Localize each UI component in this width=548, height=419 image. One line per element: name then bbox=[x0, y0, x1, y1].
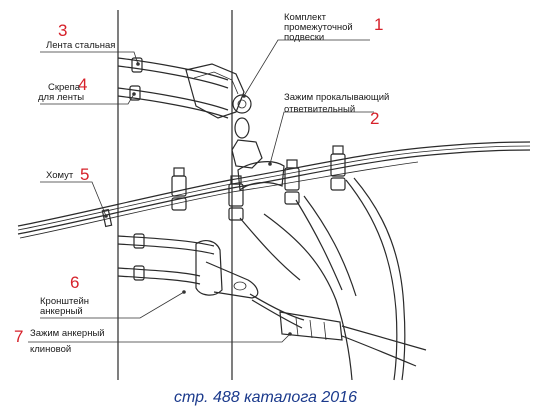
number-4: 4 bbox=[78, 75, 87, 94]
steel-bands-upper bbox=[117, 57, 229, 119]
label-band-clip-line2: для ленты bbox=[38, 92, 84, 103]
label-suspension-kit-line2: промежуточной bbox=[284, 22, 353, 33]
lower-bands bbox=[117, 233, 215, 285]
piercing-clamps bbox=[171, 145, 346, 221]
anchor-bracket bbox=[195, 240, 259, 299]
number-1: 1 bbox=[374, 15, 383, 34]
leader-lines bbox=[28, 39, 374, 343]
number-2: 2 bbox=[370, 109, 379, 128]
number-5: 5 bbox=[80, 165, 89, 184]
label-suspension-kit-line1: Комплект bbox=[284, 12, 327, 23]
label-band-clip-line1: Скрепа bbox=[48, 82, 81, 93]
catalog-caption: стр. 488 каталога 2016 bbox=[174, 389, 357, 406]
label-steel-band: Лента стальная bbox=[46, 40, 115, 51]
number-6: 6 bbox=[70, 273, 79, 292]
wedge-anchor-clamp bbox=[249, 293, 427, 367]
label-piercing-clamp-line2: ответвительный bbox=[284, 104, 355, 115]
number-7: 7 bbox=[14, 327, 23, 346]
label-piercing-clamp-line1: Зажим прокалывающий bbox=[284, 92, 389, 103]
label-suspension-kit-line3: подвески bbox=[284, 32, 324, 43]
branch-cables bbox=[239, 177, 406, 381]
label-wedge-clamp-line2: клиновой bbox=[30, 344, 71, 355]
suspension-bracket bbox=[185, 63, 263, 169]
cable-bundle bbox=[17, 141, 531, 239]
number-3: 3 bbox=[58, 21, 67, 40]
label-bracket-line2: анкерный bbox=[40, 306, 83, 317]
label-clamp: Хомут bbox=[46, 170, 74, 181]
label-bracket-line1: Кронштейн bbox=[40, 296, 89, 307]
cable-tie bbox=[101, 208, 113, 228]
label-wedge-clamp-line1: Зажим анкерный bbox=[30, 328, 105, 339]
